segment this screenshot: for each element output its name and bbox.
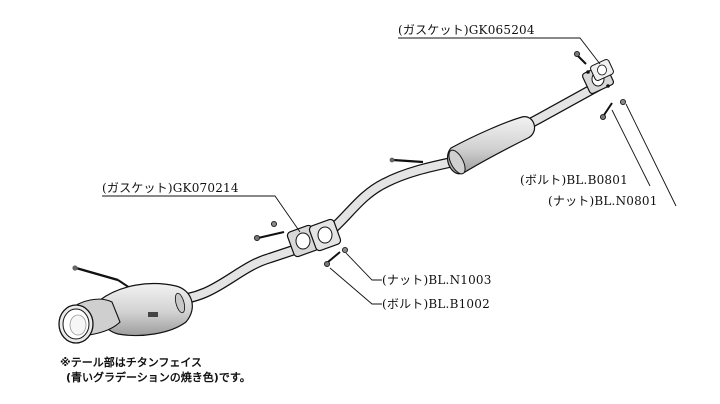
main-muffler — [96, 282, 193, 337]
label-gasket-front: (ガスケット)GK070214 — [102, 181, 239, 195]
label-gasket-rear: (ガスケット)GK065204 — [398, 23, 535, 37]
rear-bolts — [574, 51, 627, 121]
main-pipe — [164, 80, 604, 306]
label-bolt-front: (ボルト)BL.B1002 — [382, 297, 490, 311]
front-flange — [286, 218, 342, 258]
note-line-1: ※テール部はチタンフェイス — [60, 356, 203, 369]
note-line-2: (青いグラデーションの焼き色)です。 — [66, 371, 251, 384]
label-nut-front: (ナット)BL.N1003 — [382, 273, 492, 287]
leader-lines — [102, 37, 677, 305]
center-resonator — [446, 116, 536, 175]
hanger-rod-center — [389, 157, 424, 164]
label-nut-rear: (ナット)BL.N0801 — [548, 194, 658, 208]
titanium-tail-pipe — [58, 298, 121, 344]
front-bolts — [253, 220, 348, 267]
label-bolt-rear: (ボルト)BL.B0801 — [520, 173, 628, 187]
